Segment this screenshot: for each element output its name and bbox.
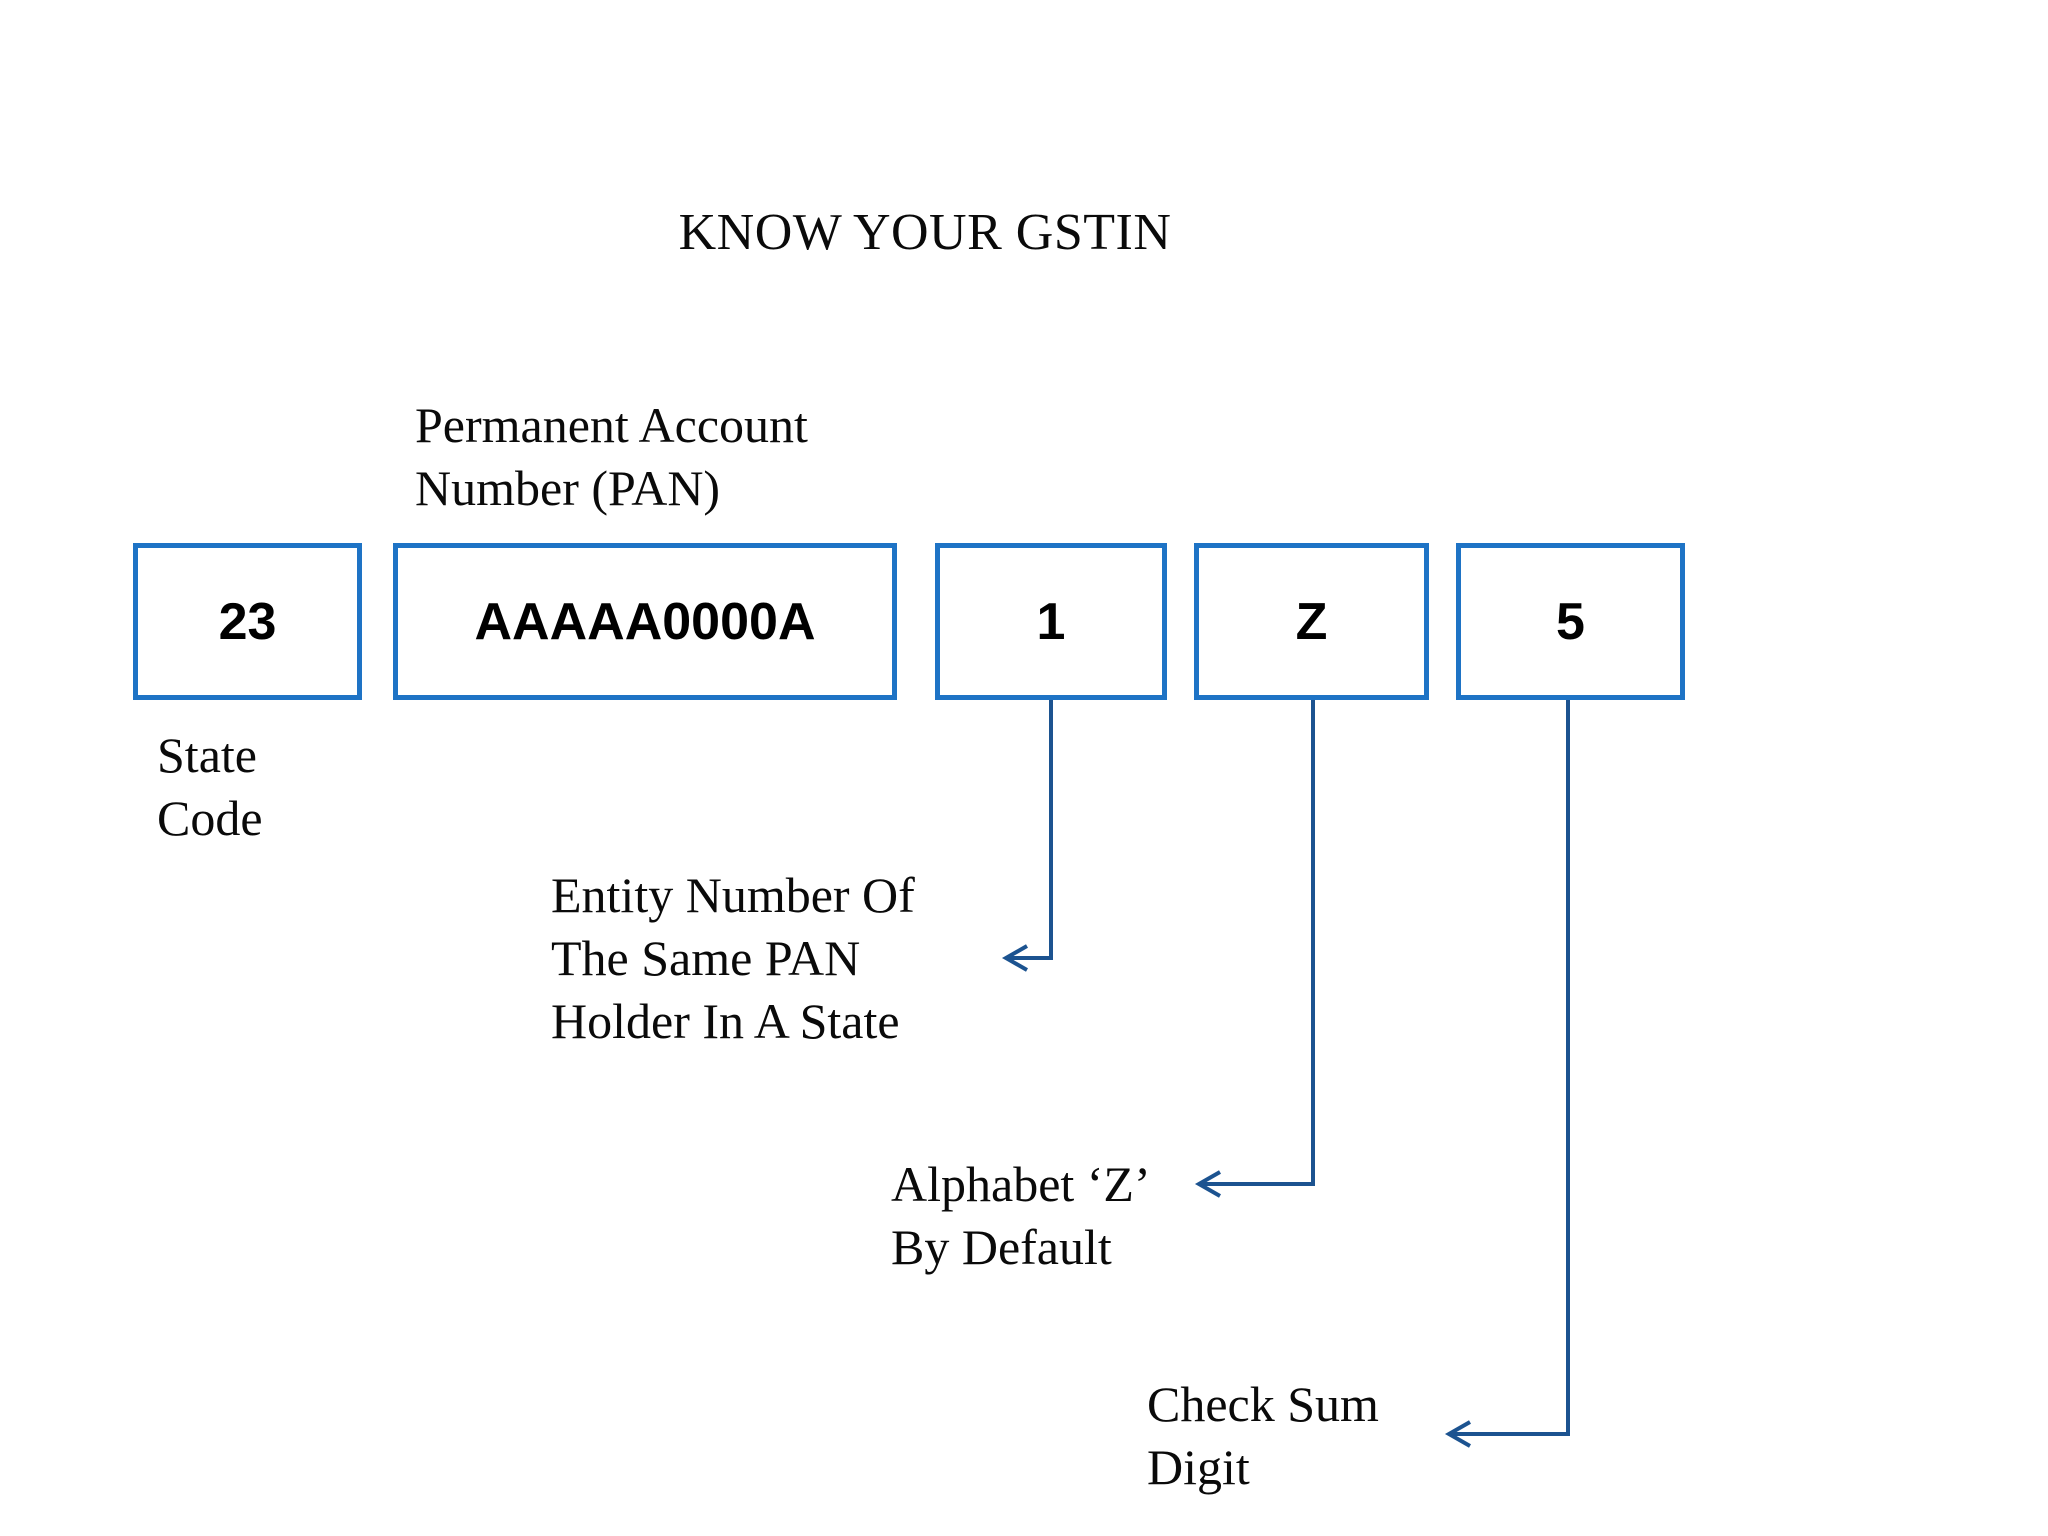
gstin-box-entity-number-value: 1 — [1036, 592, 1066, 651]
alphabet-z-label: Alphabet ‘Z’ By Default — [891, 1153, 1151, 1279]
state-code-label: State Code — [157, 724, 263, 850]
alphabet-z-arrowhead-icon — [1194, 1170, 1221, 1198]
gstin-box-entity-number: 1 — [935, 543, 1167, 700]
entity-number-arrow-line — [1010, 700, 1053, 960]
alphabet-z-label-line-2: By Default — [891, 1219, 1112, 1275]
entity-number-label-line-1: Entity Number Of — [551, 867, 915, 923]
pan-label: Permanent Account Number (PAN) — [415, 394, 808, 520]
state-code-label-line-1: State — [157, 727, 257, 783]
alphabet-z-arrow — [1194, 700, 1315, 1198]
gstin-box-check-sum: 5 — [1456, 543, 1685, 700]
gstin-box-state-code-value: 23 — [218, 592, 277, 651]
gstin-box-state-code: 23 — [133, 543, 362, 700]
entity-number-label-line-2: The Same PAN — [551, 930, 861, 986]
gstin-box-alphabet-z-value: Z — [1295, 592, 1328, 651]
check-sum-arrow-line — [1453, 700, 1570, 1436]
entity-number-label: Entity Number Of The Same PAN Holder In … — [551, 864, 915, 1053]
entity-number-arrowhead-icon — [1001, 944, 1028, 972]
check-sum-label: Check Sum Digit — [1147, 1373, 1379, 1499]
page-title: KNOW YOUR GSTIN — [678, 204, 1172, 261]
gstin-box-pan: AAAAA0000A — [393, 543, 897, 700]
pan-label-line-1: Permanent Account — [415, 397, 808, 453]
check-sum-label-line-2: Digit — [1147, 1439, 1250, 1495]
entity-number-label-line-3: Holder In A State — [551, 993, 900, 1049]
gstin-box-pan-value: AAAAA0000A — [474, 592, 816, 651]
alphabet-z-arrow-line — [1203, 700, 1315, 1186]
gstin-box-alphabet-z: Z — [1194, 543, 1429, 700]
pan-label-line-2: Number (PAN) — [415, 460, 721, 516]
check-sum-label-line-1: Check Sum — [1147, 1376, 1379, 1432]
gstin-box-check-sum-value: 5 — [1556, 592, 1585, 651]
alphabet-z-label-line-1: Alphabet ‘Z’ — [891, 1156, 1151, 1212]
check-sum-arrowhead-icon — [1444, 1420, 1471, 1448]
state-code-label-line-2: Code — [157, 790, 263, 846]
entity-number-arrow — [1001, 700, 1053, 972]
check-sum-arrow — [1444, 700, 1570, 1448]
